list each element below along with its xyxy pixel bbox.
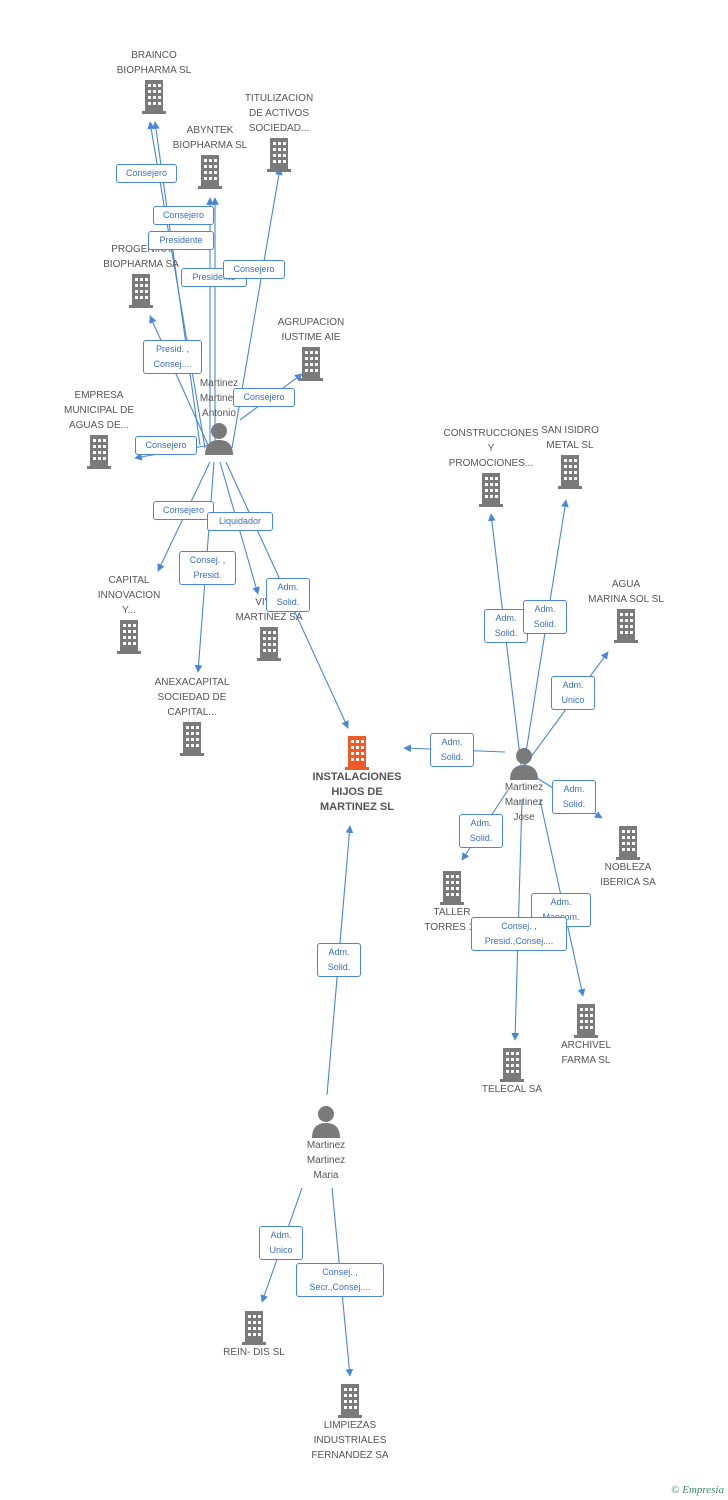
company-node-construcciones[interactable]: CONSTRUCCIONES Y PROMOCIONES...	[436, 426, 546, 507]
company-label: AGUA MARINA SOL SL	[588, 579, 664, 605]
building-icon	[295, 345, 327, 381]
person-icon	[508, 746, 540, 780]
brand-logo: Empresia	[682, 1484, 724, 1496]
role-label[interactable]: Adm. Solid.	[484, 609, 528, 643]
company-node-anexa[interactable]: ANEXACAPITAL SOCIEDAD DE CAPITAL...	[142, 675, 242, 756]
building-icon	[436, 869, 468, 905]
role-label[interactable]: Consejero	[233, 388, 295, 407]
company-label: ARCHIVEL FARMA SL	[560, 1040, 611, 1066]
building-icon	[253, 625, 285, 661]
role-label[interactable]: Consej. , Presid.,Consej....	[471, 917, 567, 951]
company-label: CONSTRUCCIONES Y PROMOCIONES...	[443, 428, 539, 469]
credit: © Empresia	[671, 1484, 724, 1496]
building-icon	[475, 471, 507, 507]
focus-company-node[interactable]: INSTALACIONES HIJOS DE MARTINEZ SL	[302, 734, 412, 815]
role-label[interactable]: Consejero	[153, 501, 214, 520]
role-label[interactable]: Adm. Solid.	[266, 578, 310, 612]
relation-edge-r6	[149, 315, 209, 446]
company-label: AGRUPACION IUSTIME AIE	[277, 317, 345, 343]
role-label[interactable]: Liquidador	[207, 512, 273, 531]
role-label[interactable]: Adm. Unico	[259, 1226, 303, 1260]
company-node-archivel[interactable]: ARCHIVEL FARMA SL	[546, 1002, 626, 1068]
person-label: Martinez Martinez Jose	[504, 782, 544, 823]
building-icon	[570, 1002, 602, 1038]
company-node-nobleza[interactable]: NOBLEZA IBERICA SA	[580, 824, 676, 890]
company-node-reindis[interactable]: REIN- DIS SL	[214, 1309, 294, 1360]
role-label[interactable]: Adm. Solid.	[459, 814, 503, 848]
company-label: EMPRESA MUNICIPAL DE AGUAS DE...	[63, 390, 134, 431]
person-node-jose[interactable]: Martinez Martinez Jose	[489, 746, 559, 825]
focus-company-label: INSTALACIONES HIJOS DE MARTINEZ SL	[312, 771, 402, 813]
person-label: Martinez Martinez Maria	[306, 1140, 346, 1181]
building-icon	[610, 607, 642, 643]
person-node-maria[interactable]: Martinez Martinez Maria	[291, 1104, 361, 1183]
role-label[interactable]: Presid. , Consej....	[143, 340, 202, 374]
role-label[interactable]: Consejero	[116, 164, 177, 183]
company-label: ABYNTEK BIOPHARMA SL	[172, 125, 248, 151]
building-icon	[83, 433, 115, 469]
company-label: PROGENIKA BIOPHARMA SA	[103, 244, 179, 270]
person-icon	[203, 421, 235, 455]
role-label[interactable]: Adm. Solid.	[552, 780, 596, 814]
role-label[interactable]: Consejero	[153, 206, 214, 225]
company-label: CAPITAL INNOVACION Y...	[97, 575, 161, 616]
company-label: REIN- DIS SL	[223, 1347, 285, 1358]
company-node-telecal[interactable]: TELECAL SA	[472, 1046, 552, 1097]
building-icon	[341, 734, 373, 770]
role-label[interactable]: Adm. Unico	[551, 676, 595, 710]
role-label[interactable]: Presidente	[148, 231, 214, 250]
copyright-icon: ©	[671, 1484, 680, 1496]
building-icon	[612, 824, 644, 860]
role-label[interactable]: Consejero	[223, 260, 285, 279]
company-label: LIMPIEZAS INDUSTRIALES FERNANDEZ SA	[311, 1420, 389, 1461]
company-label: BRAINCO BIOPHARMA SL	[116, 50, 192, 76]
company-node-capital[interactable]: CAPITAL INNOVACION Y...	[84, 573, 174, 654]
building-icon	[125, 272, 157, 308]
company-node-agrupacion[interactable]: AGRUPACION IUSTIME AIE	[266, 315, 356, 381]
company-node-titulizacion[interactable]: TITULIZACION DE ACTIVOS SOCIEDAD...	[234, 91, 324, 172]
company-label: TELECAL SA	[481, 1084, 543, 1095]
role-label[interactable]: Adm. Solid.	[523, 600, 567, 634]
person-node-antonio[interactable]: Martinez Martinez Antonio	[184, 376, 254, 455]
company-node-sanisidro[interactable]: SAN ISIDRO METAL SL	[530, 423, 610, 489]
company-label: SAN ISIDRO METAL SL	[541, 425, 599, 451]
company-node-empresa[interactable]: EMPRESA MUNICIPAL DE AGUAS DE...	[54, 388, 144, 469]
building-icon	[176, 720, 208, 756]
company-label: TITULIZACION DE ACTIVOS SOCIEDAD...	[244, 93, 314, 134]
building-icon	[334, 1382, 366, 1418]
building-icon	[554, 453, 586, 489]
company-node-limpiezas[interactable]: LIMPIEZAS INDUSTRIALES FERNANDEZ SA	[300, 1382, 400, 1463]
building-icon	[496, 1046, 528, 1082]
company-label: ANEXACAPITAL SOCIEDAD DE CAPITAL...	[154, 677, 230, 718]
company-node-agua[interactable]: AGUA MARINA SOL SL	[576, 577, 676, 643]
person-icon	[310, 1104, 342, 1138]
building-icon	[113, 618, 145, 654]
person-label: Martinez Martinez Antonio	[199, 378, 239, 419]
company-label: NOBLEZA IBERICA SA	[600, 862, 656, 888]
role-label[interactable]: Consej. , Secr.,Consej....	[296, 1263, 384, 1297]
building-icon	[138, 78, 170, 114]
company-node-progenika[interactable]: PROGENIKA BIOPHARMA SA	[91, 242, 191, 308]
building-icon	[263, 136, 295, 172]
building-icon	[238, 1309, 270, 1345]
role-label[interactable]: Consejero	[135, 436, 197, 455]
role-label[interactable]: Consej. , Presid.	[179, 551, 236, 585]
role-label[interactable]: Adm. Solid.	[317, 943, 361, 977]
company-node-abyntek[interactable]: ABYNTEK BIOPHARMA SL	[160, 123, 260, 189]
building-icon	[194, 153, 226, 189]
company-node-brainco[interactable]: BRAINCO BIOPHARMA SL	[104, 48, 204, 114]
role-label[interactable]: Adm. Solid.	[430, 733, 474, 767]
